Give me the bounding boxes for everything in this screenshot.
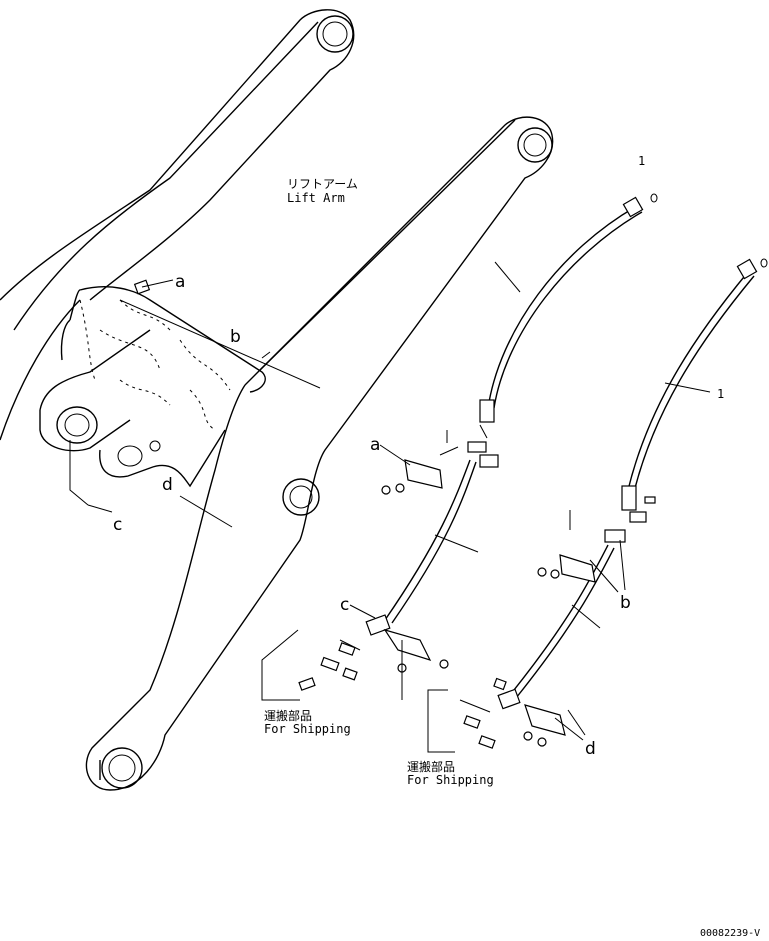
shipping-parts-2 [427, 677, 507, 753]
arm-leaders [69, 279, 321, 528]
callout-d-arm: d [162, 475, 173, 495]
callout-a-left-hose: a [370, 435, 380, 455]
shipping-parts-1 [261, 629, 361, 701]
lift-arm-rear [0, 9, 355, 441]
lift-arm-label-en: Lift Arm [287, 191, 345, 205]
callout-c-left-hose: c [340, 595, 349, 615]
callout-a-arm: a [175, 272, 185, 292]
shipping-label-en-1: For Shipping [264, 722, 351, 736]
shipping-label-en-2: For Shipping [407, 773, 494, 787]
shipping-label-jp-2: 運搬部品 [407, 759, 455, 774]
hose-assembly-right [497, 258, 768, 747]
part-number-hose-right: 1 [717, 387, 724, 401]
callout-d-right-hose: d [585, 739, 596, 759]
lift-arm-front [85, 116, 554, 791]
part-number-hose-left: 1 [638, 154, 645, 168]
callout-b-arm: b [230, 327, 241, 347]
shipping-label-jp-1: 運搬部品 [264, 708, 312, 723]
callout-c-arm: c [113, 515, 122, 535]
hose-assembly-left [365, 193, 658, 700]
cross-tube [39, 279, 266, 488]
lift-arm-label-jp: リフトアーム [287, 177, 358, 191]
drawing-number: 00082239-V [700, 928, 760, 939]
callout-b-right-hose: b [620, 593, 631, 613]
